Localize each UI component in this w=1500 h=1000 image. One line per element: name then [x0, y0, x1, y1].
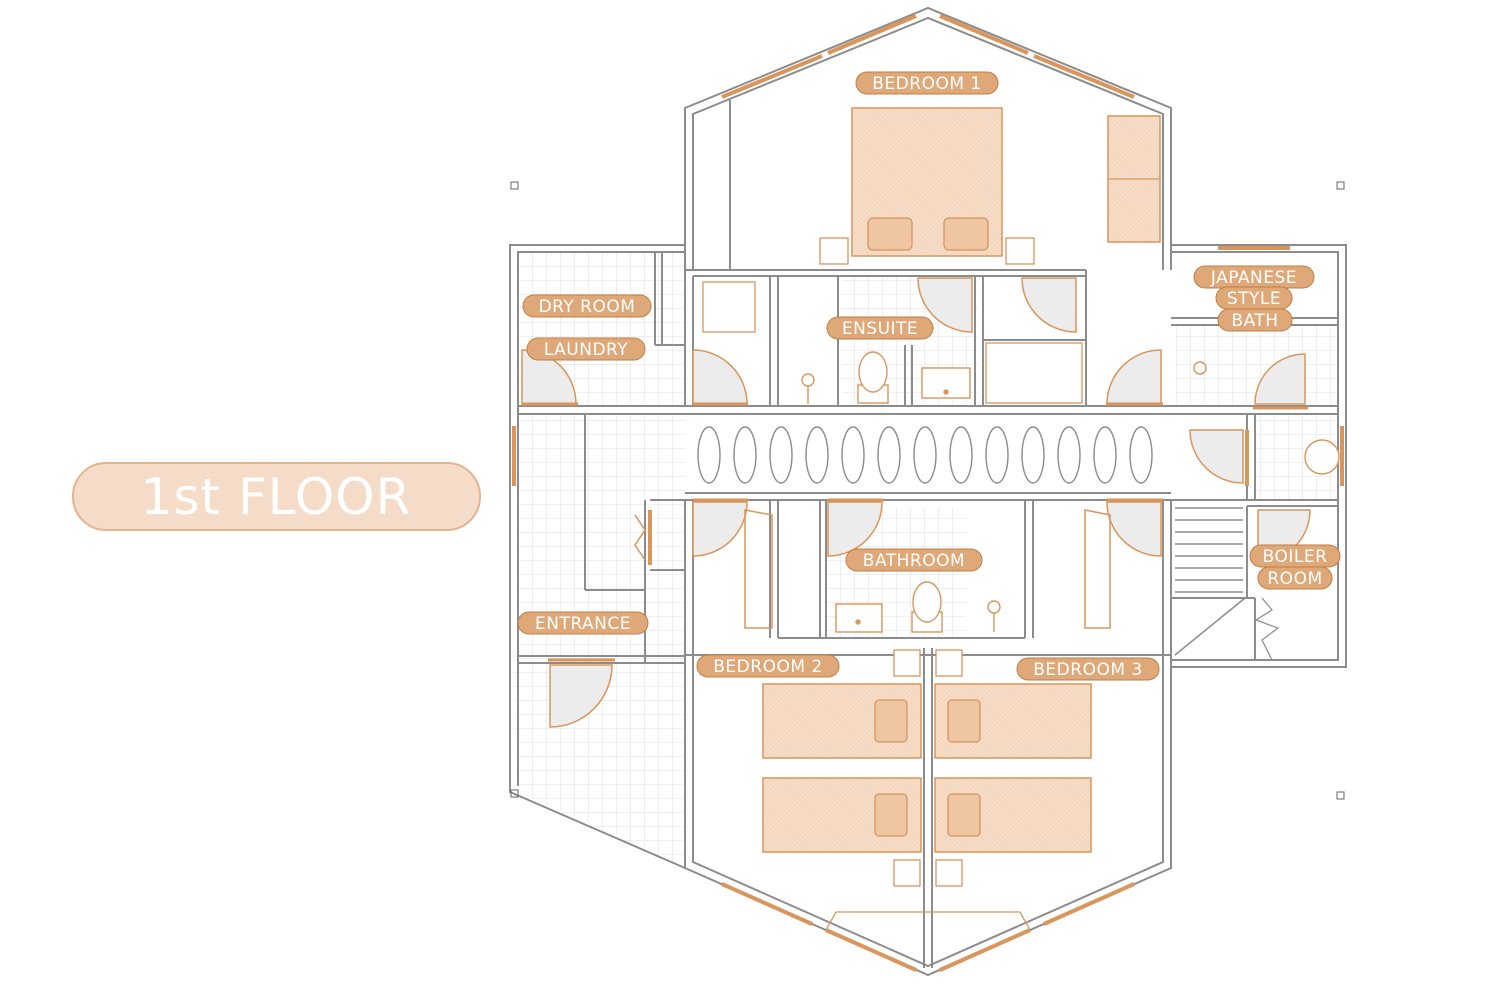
svg-text:BATHROOM: BATHROOM [863, 551, 965, 571]
label-bedroom-3: BEDROOM 3 [1016, 657, 1160, 681]
hallway-ovals [697, 426, 1153, 484]
svg-text:BOILER: BOILER [1263, 547, 1328, 567]
label-bedroom-1: BEDROOM 1 [855, 71, 999, 95]
corner-markers [510, 181, 1345, 800]
tiled-floors [512, 252, 1340, 868]
windows [512, 14, 1344, 972]
doors [521, 277, 1311, 728]
svg-text:ENTRANCE: ENTRANCE [535, 614, 631, 634]
label-laundry: LAUNDRY [526, 337, 646, 361]
svg-text:JAPANESE: JAPANESE [1210, 268, 1297, 288]
svg-text:BEDROOM 1: BEDROOM 1 [872, 74, 981, 94]
svg-text:BEDROOM 2: BEDROOM 2 [713, 657, 822, 677]
svg-text:ROOM: ROOM [1267, 569, 1322, 589]
label-boiler-room: BOILER ROOM [1249, 544, 1341, 590]
label-entrance: ENTRANCE [517, 611, 649, 635]
sanitary-fixtures [801, 351, 1340, 633]
svg-text:DRY ROOM: DRY ROOM [539, 297, 636, 317]
svg-text:BEDROOM 3: BEDROOM 3 [1033, 660, 1142, 680]
svg-text:ENSUITE: ENSUITE [842, 319, 918, 339]
room-labels: BEDROOM 1 DRY ROOM LAUNDRY ENSUITE JAPAN… [517, 71, 1341, 681]
svg-text:BATH: BATH [1231, 311, 1278, 331]
staircase [1174, 507, 1280, 661]
label-ensuite: ENSUITE [826, 316, 934, 340]
label-japanese-style-bath: JAPANESE STYLE BATH [1193, 265, 1315, 332]
walls [509, 6, 1347, 977]
label-bedroom-2: BEDROOM 2 [696, 654, 840, 678]
floor-title-badge: 1st FLOOR [72, 462, 481, 531]
furniture [702, 107, 1161, 931]
svg-text:STYLE: STYLE [1227, 289, 1281, 309]
label-bathroom: BATHROOM [845, 548, 983, 572]
label-dry-room: DRY ROOM [522, 294, 652, 318]
floor-title: 1st FLOOR [141, 468, 412, 526]
svg-text:LAUNDRY: LAUNDRY [544, 340, 628, 360]
